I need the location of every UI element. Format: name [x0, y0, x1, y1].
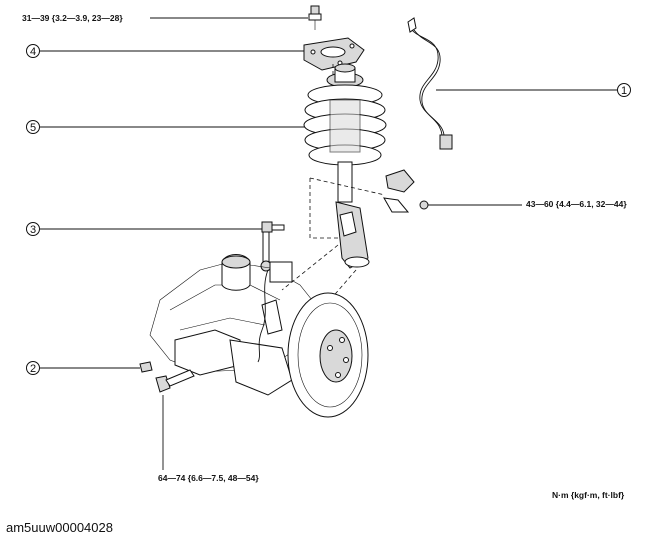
- svg-text:1: 1: [621, 85, 627, 97]
- coil-spring-strut: [303, 63, 387, 166]
- strut-body: [335, 161, 370, 269]
- stabilizer-link: [260, 221, 285, 272]
- svg-text:2: 2: [30, 363, 36, 375]
- strut-mount-plate: [303, 37, 365, 71]
- abs-sensor-harness: [407, 17, 453, 150]
- top-nut: [308, 5, 322, 30]
- callout-5: 5: [26, 120, 40, 134]
- callout-3: 3: [26, 222, 40, 236]
- document-id: am5uuw00004028: [6, 520, 113, 535]
- svg-text:3: 3: [30, 224, 36, 236]
- brake-hose-clip: [139, 361, 153, 373]
- callout-4: 4: [26, 44, 40, 58]
- torque-label-bracket-nut: 43—60 {4.4—6.1, 32—44}: [526, 199, 627, 209]
- svg-text:4: 4: [30, 46, 36, 58]
- callout-1: 1: [617, 83, 631, 97]
- steering-knuckle-hub-assembly: [149, 254, 321, 396]
- brake-disc: [287, 292, 369, 418]
- callout-2: 2: [26, 361, 40, 375]
- lower-mounting-bolt: [155, 369, 195, 393]
- svg-text:5: 5: [30, 122, 36, 134]
- torque-label-top-nut: 31—39 {3.2—3.9, 23—28}: [22, 13, 123, 23]
- units-label: N·m {kgf·m, ft·lbf}: [552, 490, 625, 500]
- torque-label-lower-bolt: 64—74 {6.6—7.5, 48—54}: [158, 473, 259, 483]
- brake-hose-bracket: [383, 169, 429, 213]
